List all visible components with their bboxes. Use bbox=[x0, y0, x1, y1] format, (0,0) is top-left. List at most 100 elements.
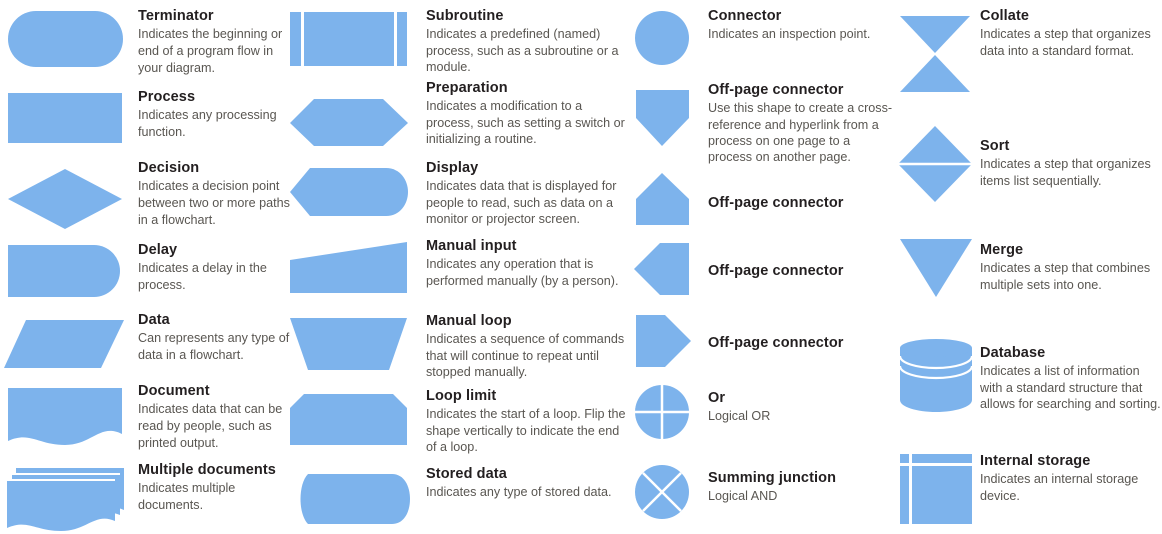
entry-title: Loop limit bbox=[426, 388, 497, 404]
entry-text: Process Indicates any processing functio… bbox=[138, 89, 288, 141]
entry-description: Indicates a predefined (named) process, … bbox=[426, 27, 619, 74]
entry-text: Off-page connector bbox=[708, 195, 893, 211]
legend-entry-multiple-documents: Multiple documents Indicates multiple do… bbox=[0, 462, 290, 534]
legend-column-3: Connector Indicates an inspection point.… bbox=[626, 0, 892, 533]
legend-entry-merge: Merge Indicates a step that combines mul… bbox=[892, 232, 1162, 322]
legend-entry-or: Or Logical OR bbox=[626, 382, 892, 452]
entry-description: Indicates data that is displayed for peo… bbox=[426, 179, 617, 226]
shape-off-page-connector-left bbox=[626, 238, 706, 300]
shape-off-page-connector-right bbox=[626, 310, 706, 372]
entry-description: Logical AND bbox=[708, 489, 778, 504]
shape-merge bbox=[892, 232, 982, 312]
entry-text: Stored data Indicates any type of stored… bbox=[426, 466, 626, 501]
entry-title: Database bbox=[980, 345, 1046, 361]
shape-or bbox=[626, 382, 706, 444]
shape-collate bbox=[892, 8, 982, 98]
legend-column-2: Subroutine Indicates a predefined (named… bbox=[286, 0, 626, 533]
entry-title: Off-page connector bbox=[708, 82, 844, 98]
legend-entry-off-page-connector-right: Off-page connector bbox=[626, 310, 892, 382]
shape-preparation bbox=[286, 80, 421, 148]
legend-entry-off-page-connector-left: Off-page connector bbox=[626, 238, 892, 310]
legend-entry-preparation: Preparation Indicates a modification to … bbox=[286, 80, 626, 162]
entry-description: Indicates any processing function. bbox=[138, 108, 277, 139]
entry-title: Internal storage bbox=[980, 453, 1091, 469]
shape-stored-data bbox=[286, 466, 421, 530]
entry-title: Summing junction bbox=[708, 470, 837, 486]
entry-title: Document bbox=[138, 383, 210, 399]
entry-text: Manual input Indicates any operation tha… bbox=[426, 238, 626, 289]
shape-off-page-connector-up bbox=[626, 168, 706, 230]
entry-description: Logical OR bbox=[708, 409, 771, 424]
entry-text: Off-page connector Use this shape to cre… bbox=[708, 82, 893, 166]
shape-multiple-documents bbox=[0, 462, 135, 534]
entry-description: Indicates a list of information with a s… bbox=[980, 364, 1161, 411]
entry-text: Display Indicates data that is displayed… bbox=[426, 160, 626, 227]
entry-title: Connector bbox=[708, 8, 782, 24]
legend-entry-summing-junction: Summing junction Logical AND bbox=[626, 462, 892, 532]
entry-title: Manual loop bbox=[426, 313, 512, 329]
legend-column-4: Collate Indicates a step that organizes … bbox=[892, 0, 1162, 533]
shape-sort bbox=[892, 120, 982, 210]
entry-text: Manual loop Indicates a sequence of comm… bbox=[426, 313, 626, 380]
entry-text: Terminator Indicates the beginning or en… bbox=[138, 8, 288, 76]
entry-text: Multiple documents Indicates multiple do… bbox=[138, 462, 290, 514]
legend-entry-subroutine: Subroutine Indicates a predefined (named… bbox=[286, 8, 626, 90]
entry-text: Preparation Indicates a modification to … bbox=[426, 80, 626, 147]
entry-description: Indicates multiple documents. bbox=[138, 481, 236, 512]
entry-title: Off-page connector bbox=[708, 335, 844, 351]
entry-description: Indicates an internal storage device. bbox=[980, 472, 1139, 503]
legend-entry-delay: Delay Indicates a delay in the process. bbox=[0, 242, 290, 317]
shape-off-page-connector-down bbox=[626, 82, 706, 152]
legend-entry-manual-loop: Manual loop Indicates a sequence of comm… bbox=[286, 313, 626, 391]
entry-title: Off-page connector bbox=[708, 263, 844, 279]
entry-description: Indicates a decision point between two o… bbox=[138, 179, 290, 227]
shape-display bbox=[286, 160, 421, 224]
entry-description: Indicates a step that organizes items li… bbox=[980, 157, 1151, 188]
entry-title: Off-page connector bbox=[708, 195, 844, 211]
entry-description: Indicates a step that combines multiple … bbox=[980, 261, 1151, 292]
legend-entry-sort: Sort Indicates a step that organizes ite… bbox=[892, 120, 1162, 215]
legend-entry-data: Data Can represents any type of data in … bbox=[0, 312, 290, 390]
shape-manual-loop bbox=[286, 313, 421, 375]
entry-title: Manual input bbox=[426, 238, 517, 254]
entry-description: Indicates a delay in the process. bbox=[138, 261, 267, 292]
shape-process bbox=[0, 89, 130, 145]
legend-entry-stored-data: Stored data Indicates any type of stored… bbox=[286, 466, 626, 534]
shape-database bbox=[892, 336, 982, 421]
legend-entry-connector: Connector Indicates an inspection point. bbox=[626, 8, 892, 83]
entry-description: Indicates the beginning or end of a prog… bbox=[138, 27, 283, 75]
shape-delay bbox=[0, 242, 130, 300]
shape-manual-input bbox=[286, 238, 421, 300]
entry-text: Decision Indicates a decision point betw… bbox=[138, 160, 290, 228]
entry-text: Collate Indicates a step that organizes … bbox=[980, 8, 1162, 59]
entry-text: Data Can represents any type of data in … bbox=[138, 312, 290, 364]
entry-title: Multiple documents bbox=[138, 462, 276, 478]
entry-title: Sort bbox=[980, 138, 1010, 154]
entry-title: Delay bbox=[138, 242, 178, 258]
entry-description: Indicates a modification to a process, s… bbox=[426, 99, 625, 146]
legend-entry-off-page-connector-down: Off-page connector Use this shape to cre… bbox=[626, 82, 892, 172]
legend-entry-internal-storage: Internal storage Indicates an internal s… bbox=[892, 448, 1162, 533]
shape-loop-limit bbox=[286, 388, 421, 450]
entry-text: Connector Indicates an inspection point. bbox=[708, 8, 893, 43]
legend-entry-collate: Collate Indicates a step that organizes … bbox=[892, 8, 1162, 103]
legend-entry-terminator: Terminator Indicates the beginning or en… bbox=[0, 8, 290, 93]
entry-description: Indicates a sequence of commands that wi… bbox=[426, 332, 625, 379]
entry-title: Decision bbox=[138, 160, 200, 176]
entry-title: Stored data bbox=[426, 466, 507, 482]
shape-decision bbox=[0, 160, 130, 230]
entry-description: Indicates an inspection point. bbox=[708, 27, 871, 42]
legend-entry-decision: Decision Indicates a decision point betw… bbox=[0, 160, 290, 245]
legend-entry-process: Process Indicates any processing functio… bbox=[0, 89, 290, 169]
entry-title: Preparation bbox=[426, 80, 508, 96]
entry-title: Merge bbox=[980, 242, 1024, 258]
entry-description: Use this shape to create a cross-referen… bbox=[708, 101, 893, 165]
entry-text: Sort Indicates a step that organizes ite… bbox=[980, 138, 1162, 189]
legend-entry-off-page-connector-up: Off-page connector bbox=[626, 168, 892, 240]
entry-text: Loop limit Indicates the start of a loop… bbox=[426, 388, 626, 455]
entry-text: Merge Indicates a step that combines mul… bbox=[980, 242, 1162, 293]
entry-title: Process bbox=[138, 89, 196, 105]
entry-text: Database Indicates a list of information… bbox=[980, 345, 1162, 412]
legend-column-1: Terminator Indicates the beginning or en… bbox=[0, 0, 290, 533]
